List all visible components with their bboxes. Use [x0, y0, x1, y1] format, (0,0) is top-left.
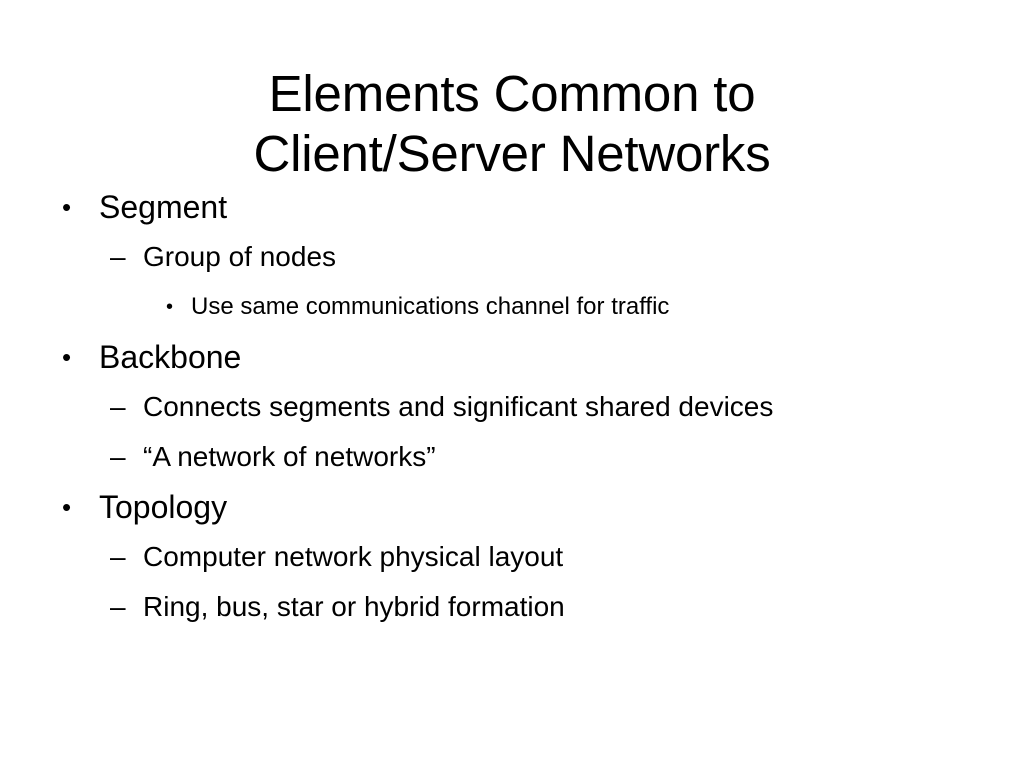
bullet-marker-level2-icon: – [110, 241, 126, 272]
bullet-text: “A network of networks” [143, 441, 436, 472]
bullet-item-topology: • Topology [0, 483, 1024, 533]
bullet-text: Backbone [99, 339, 242, 375]
slide-body-bullet-list: • Segment – Group of nodes • Use same co… [0, 183, 1024, 633]
bullet-text: Connects segments and significant shared… [143, 391, 774, 422]
bullet-text: Group of nodes [143, 241, 337, 272]
bullet-marker-level2-icon: – [110, 391, 126, 422]
bullet-marker-level2-icon: – [110, 441, 126, 472]
bullet-item-segment: • Segment [0, 183, 1024, 233]
slide-title: Elements Common to Client/Server Network… [62, 64, 962, 184]
bullet-item-network-of-networks: – “A network of networks” [0, 433, 1024, 483]
bullet-text: Ring, bus, star or hybrid formation [143, 591, 565, 622]
bullet-marker-level3-icon: • [166, 296, 174, 318]
bullet-text: Use same communications channel for traf… [191, 293, 670, 320]
bullet-text: Segment [99, 189, 228, 225]
bullet-text: Topology [99, 489, 228, 525]
bullet-text: Computer network physical layout [143, 541, 564, 572]
bullet-marker-level2-icon: – [110, 591, 126, 622]
bullet-marker-level1-icon: • [62, 342, 72, 372]
bullet-item-connects-segments: – Connects segments and significant shar… [0, 383, 1024, 433]
bullet-marker-level1-icon: • [62, 192, 72, 222]
slide-title-line-1: Elements Common to [268, 65, 756, 123]
bullet-marker-level2-icon: – [110, 541, 126, 572]
bullet-item-backbone: • Backbone [0, 333, 1024, 383]
bullet-item-use-same-communications-channel: • Use same communications channel for tr… [0, 283, 1024, 333]
bullet-item-group-of-nodes: – Group of nodes [0, 233, 1024, 283]
bullet-marker-level1-icon: • [62, 492, 72, 522]
bullet-item-ring-bus-star-hybrid: – Ring, bus, star or hybrid formation [0, 583, 1024, 633]
bullet-item-computer-network-physical-layout: – Computer network physical layout [0, 533, 1024, 583]
slide-title-line-2: Client/Server Networks [253, 125, 771, 183]
